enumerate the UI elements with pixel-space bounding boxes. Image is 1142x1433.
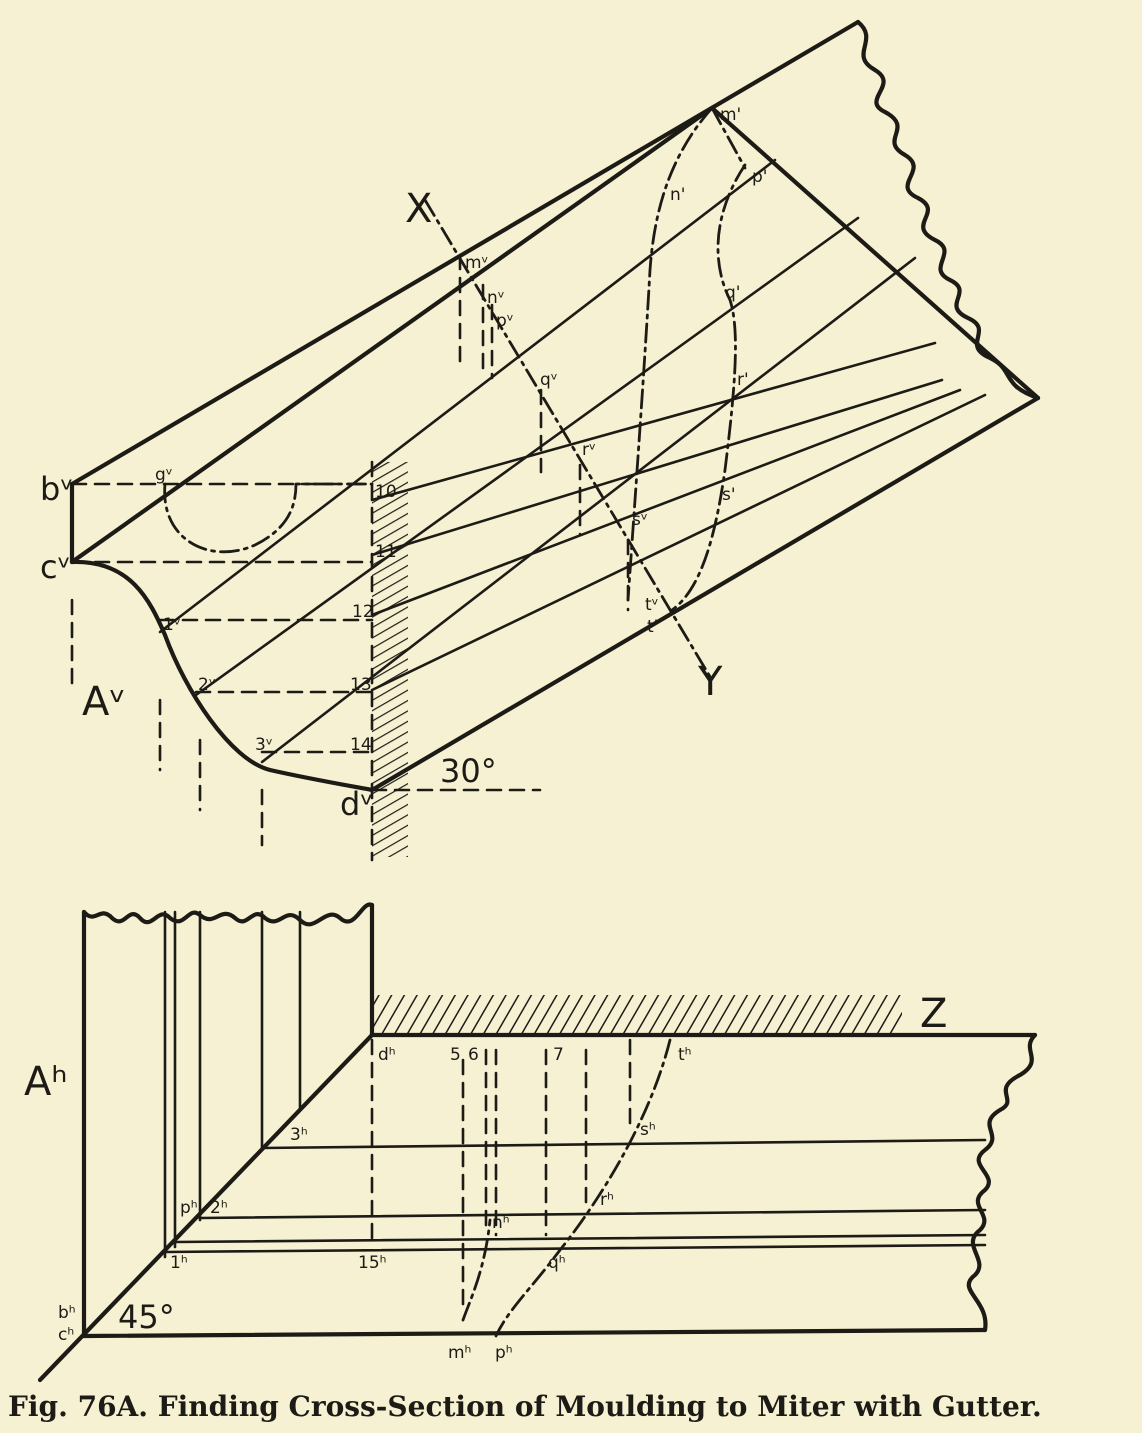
miter-curve-n — [626, 106, 714, 602]
label-12: 12 — [352, 602, 374, 622]
plan-hatch-z — [372, 995, 902, 1035]
label-5: 5 — [450, 1045, 461, 1065]
label-ph: pʰ — [495, 1343, 513, 1363]
label-6: 6 — [468, 1045, 479, 1065]
label-10: 10 — [375, 482, 397, 502]
gutter-hatch — [372, 462, 408, 857]
top-front-edge — [69, 105, 715, 565]
moulding-line-12 — [370, 388, 962, 617]
label-n1: n' — [670, 185, 685, 205]
label-dv: dᵛ — [340, 785, 374, 823]
label-Y: Y — [697, 659, 723, 705]
label-14: 14 — [350, 735, 372, 755]
plan-miter-curve-m — [461, 1218, 492, 1322]
plan-h-line-1b — [173, 1233, 987, 1244]
label-bh: bʰ — [58, 1303, 76, 1323]
elevation-view — [69, 19, 1041, 862]
label-tv: tᵛ — [645, 595, 659, 615]
label-qv: qᵛ — [540, 370, 558, 390]
label-mh: mʰ — [448, 1343, 471, 1363]
label-15h: 15ʰ — [358, 1253, 387, 1273]
miter-curve-p — [670, 163, 747, 612]
miter-end-line — [709, 105, 1041, 401]
label-rh: rʰ — [600, 1190, 614, 1210]
cutting-line-xy — [423, 198, 714, 682]
break-edge-upper — [855, 19, 1041, 401]
label-qh: qʰ — [548, 1253, 566, 1273]
moulding-miter-diagram: bᵛ cᵛ Aᵛ gᵛ 1ᵛ 2ᵛ 3ᵛ dᵛ 10 11 12 13 14 3… — [24, 19, 1041, 1383]
label-X: X — [405, 186, 432, 232]
plan-h-line-3 — [260, 1138, 987, 1150]
label-2h: 2ʰ — [210, 1198, 228, 1218]
label-Z: Z — [920, 991, 947, 1037]
label-pv: pᵛ — [496, 311, 514, 331]
break-edge-top — [81, 902, 375, 927]
label-cv: cᵛ — [40, 548, 71, 586]
moulding-line-11 — [370, 378, 944, 557]
elevation-labels: bᵛ cᵛ Aᵛ gᵛ 1ᵛ 2ᵛ 3ᵛ dᵛ 10 11 12 13 14 3… — [40, 105, 767, 823]
label-ph2: pʰ — [180, 1198, 198, 1218]
label-p1: p' — [752, 167, 767, 187]
break-edge-right — [966, 1032, 1038, 1333]
label-r1: r' — [737, 370, 749, 390]
plan-h-line-1 — [163, 1243, 987, 1254]
label-m1: m' — [720, 105, 741, 125]
label-ch: cʰ — [58, 1325, 74, 1345]
label-mv: mᵛ — [465, 253, 489, 273]
label-1v: 1ᵛ — [163, 615, 181, 635]
plan-labels: Aʰ Z dʰ 5 6 7 tʰ 3ʰ sʰ 2ʰ pʰ nʰ rʰ 1ʰ 15… — [24, 991, 947, 1363]
plan-miter-curve-p — [494, 1038, 672, 1338]
gutter-section-curve — [163, 482, 374, 554]
label-nh: nʰ — [492, 1213, 510, 1233]
label-rv: rᵛ — [582, 440, 596, 460]
plan-h-line-2 — [198, 1208, 987, 1220]
label-Ah: Aʰ — [24, 1059, 68, 1105]
top-back-edge — [69, 19, 861, 487]
label-gv: gᵛ — [155, 465, 173, 485]
moulding-line-10 — [370, 341, 937, 502]
label-45deg: 45° — [118, 1298, 175, 1336]
miter-m-p — [710, 106, 747, 170]
plan-bottom-edge — [81, 1327, 988, 1339]
label-13: 13 — [350, 675, 372, 695]
figure-caption: Fig. 76A. Finding Cross-Section of Mould… — [8, 1390, 1042, 1423]
plan-view — [37, 902, 1038, 1383]
label-Av: Aᵛ — [82, 679, 126, 725]
moulding-line-13 — [370, 393, 987, 692]
label-bv: bᵛ — [40, 470, 74, 508]
label-t1: t' — [647, 617, 658, 637]
label-7: 7 — [553, 1045, 564, 1065]
label-nv: nᵛ — [487, 288, 505, 308]
label-3v: 3ᵛ — [255, 735, 273, 755]
label-1h: 1ʰ — [170, 1253, 188, 1273]
label-sv: sᵛ — [632, 510, 648, 530]
moulding-bottom-edge — [369, 395, 1041, 793]
moulding-line-1 — [158, 158, 777, 634]
label-s1: s' — [722, 485, 736, 505]
label-dh: dʰ — [378, 1045, 396, 1065]
label-th: tʰ — [678, 1045, 692, 1065]
label-sh: sʰ — [640, 1120, 656, 1140]
label-30deg: 30° — [440, 752, 497, 790]
label-11: 11 — [375, 542, 397, 562]
miter-diagonal-45 — [37, 1032, 375, 1383]
label-q1: q' — [725, 283, 740, 303]
label-3h: 3ʰ — [290, 1125, 308, 1145]
moulding-profile-curve — [69, 559, 375, 793]
label-2v: 2ᵛ — [198, 675, 216, 695]
